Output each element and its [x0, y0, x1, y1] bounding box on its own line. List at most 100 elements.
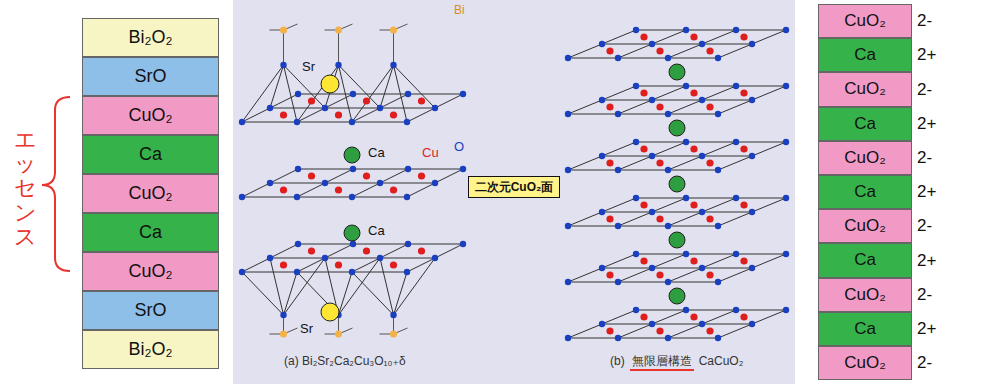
oxygen-atom	[390, 312, 396, 318]
oxygen-atom	[749, 41, 755, 47]
copper-atom	[706, 47, 713, 54]
cuo2-plane	[565, 27, 789, 61]
copper-atom	[740, 313, 747, 320]
copper-atom	[656, 271, 663, 278]
bond	[270, 108, 435, 109]
oxygen-atom	[599, 265, 605, 271]
copper-atom	[690, 145, 697, 152]
oxygen-atom	[615, 223, 621, 229]
copper-atom	[606, 271, 613, 278]
oxygen-atom	[404, 269, 410, 275]
oxygen-atom	[633, 307, 639, 313]
copper-atom	[606, 103, 613, 110]
copper-atom	[656, 215, 663, 222]
copper-atom	[390, 261, 397, 268]
atom-label: Cu	[420, 146, 441, 161]
oxygen-atom	[683, 83, 689, 89]
bond	[338, 30, 339, 65]
copper-atom	[706, 159, 713, 166]
layer-name: CuO₂	[844, 353, 886, 373]
copper-atom	[308, 97, 315, 104]
layer-band: Ca	[818, 175, 912, 209]
charge-label: 2+	[917, 45, 936, 65]
charge-label: 2-	[917, 285, 932, 305]
oxygen-atom	[267, 105, 273, 111]
bond	[242, 122, 407, 123]
oxygen-atom	[699, 97, 705, 103]
copper-atom	[690, 89, 697, 96]
layer-name: Ca	[854, 319, 876, 339]
oxygen-atom	[349, 119, 355, 125]
bond	[380, 65, 394, 108]
oxygen-atom	[280, 312, 286, 318]
cuo2-plane	[565, 83, 789, 117]
oxygen-atom	[783, 139, 789, 145]
calcium-atom	[669, 64, 685, 80]
oxygen-atom	[565, 335, 571, 341]
layer-band: Ca	[82, 213, 219, 252]
copper-atom	[656, 327, 663, 334]
oxygen-atom	[733, 251, 739, 257]
layer-name: SrO	[134, 300, 166, 321]
cuo2-plane	[565, 307, 789, 341]
atom-label: Sr	[300, 60, 317, 75]
copper-atom	[418, 247, 425, 254]
oxygen-atom	[239, 269, 245, 275]
oxygen-atom	[239, 194, 245, 200]
copper-atom	[640, 145, 647, 152]
oxygen-atom	[350, 91, 356, 97]
oxygen-atom	[633, 27, 639, 33]
oxygen-atom	[599, 97, 605, 103]
oxygen-atom	[350, 166, 356, 172]
copper-atom	[335, 186, 342, 193]
layer-name: CuO₂	[129, 105, 173, 126]
atom-label: O	[452, 140, 466, 155]
bond	[636, 142, 786, 143]
oxygen-atom	[649, 265, 655, 271]
copper-atom	[363, 172, 370, 179]
oxygen-atom	[749, 97, 755, 103]
layer-band: CuO₂	[818, 141, 912, 175]
layer-band: Bi₂O₂	[82, 18, 219, 57]
oxygen-atom	[404, 194, 410, 200]
callout-box: 二次元CuO₂面	[468, 176, 560, 198]
copper-atom	[418, 172, 425, 179]
layer-band: CuO₂	[82, 96, 219, 135]
oxygen-atom	[683, 27, 689, 33]
oxygen-atom	[599, 41, 605, 47]
bond	[568, 58, 718, 59]
bond	[602, 44, 752, 45]
layer-band: CuO₂	[82, 174, 219, 213]
oxygen-atom	[295, 91, 301, 97]
calcium-atom	[344, 147, 360, 163]
oxygen-atom	[749, 321, 755, 327]
bond	[568, 114, 718, 115]
layer-band: CuO₂	[818, 72, 912, 106]
copper-atom	[418, 97, 425, 104]
oxygen-atom	[267, 255, 273, 261]
oxygen-atom	[460, 241, 466, 247]
oxygen-atom	[294, 269, 300, 275]
oxygen-atom	[749, 209, 755, 215]
oxygen-atom	[615, 279, 621, 285]
bond	[284, 258, 326, 315]
charge-label: 2+	[917, 114, 936, 134]
bond	[270, 65, 284, 108]
layer-band: SrO	[82, 57, 219, 96]
oxygen-atom	[733, 83, 739, 89]
layer-name: Bi₂O₂	[129, 27, 173, 48]
oxygen-atom	[715, 111, 721, 117]
layer-band: SrO	[82, 291, 219, 330]
oxygen-atom	[565, 223, 571, 229]
bond	[602, 324, 752, 325]
caption: (a) Bi₂Sr₂Ca₂Cu₃O₁₀₊δ	[282, 355, 408, 369]
copper-atom	[706, 327, 713, 334]
bond	[568, 170, 718, 171]
charge-label: 2-	[917, 11, 932, 31]
charge-label: 2-	[917, 80, 932, 100]
cuo2-plane	[239, 166, 466, 200]
copper-atom	[606, 47, 613, 54]
copper-atom	[690, 313, 697, 320]
oxygen-atom	[294, 119, 300, 125]
